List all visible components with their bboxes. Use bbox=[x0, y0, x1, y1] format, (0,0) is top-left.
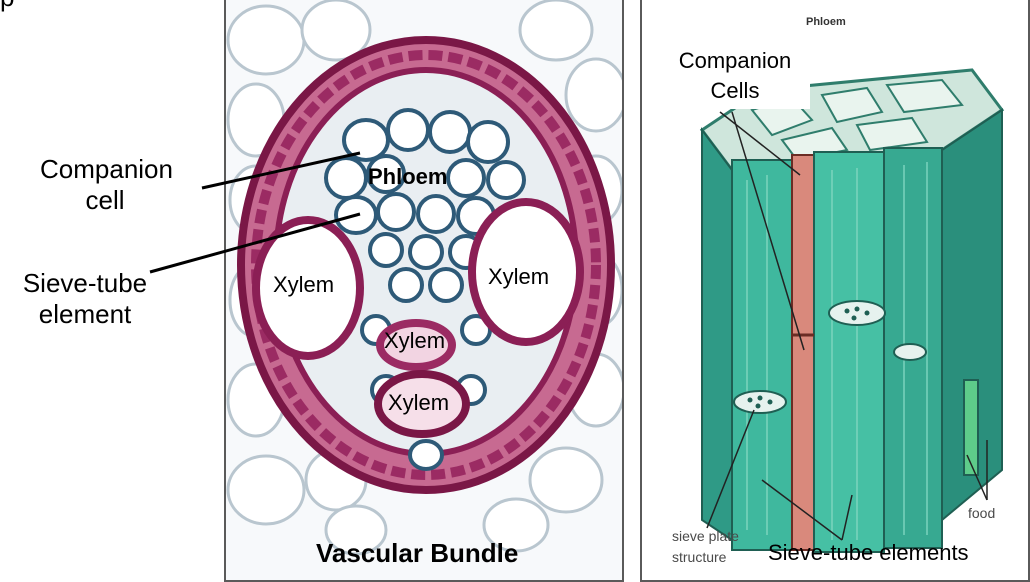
sieve-tube-elements-label: Sieve-tube elements bbox=[768, 540, 969, 565]
vascular-bundle-micrograph: Phloem Xylem Xylem Xylem Xylem Vascular … bbox=[224, 0, 624, 582]
phloem-label: Phloem bbox=[368, 164, 448, 189]
vascular-bundle-title: Vascular Bundle bbox=[316, 538, 519, 568]
xylem-label-bottom: Xylem bbox=[388, 390, 450, 415]
companion-cells-label-line2: Cells bbox=[710, 77, 760, 103]
xylem-label-left: Xylem bbox=[273, 272, 335, 297]
companion-cells-label: Companion Cells bbox=[660, 46, 810, 110]
phloem-illustration: Phloem Companion Cells sieve plate struc… bbox=[640, 0, 1030, 582]
cut-off-heading-fragment: p bbox=[0, 0, 14, 13]
companion-cell-label: Companion cell bbox=[40, 154, 173, 215]
sieve-plate-structure-label: sieve plate structure bbox=[672, 526, 739, 568]
sieve-tube-element-label-line1: Sieve-tube bbox=[22, 268, 148, 298]
phloem-drawing bbox=[699, 68, 1005, 553]
companion-cells-label-line1: Companion bbox=[678, 48, 792, 73]
xylem-label-right: Xylem bbox=[488, 264, 550, 289]
companion-cell-label-line2: cell bbox=[85, 184, 125, 215]
food-label: food bbox=[968, 505, 996, 521]
sieve-tube-element-label-line2: element bbox=[38, 298, 132, 329]
sieve-plate-structure-label-line1: sieve plate bbox=[672, 528, 739, 544]
xylem-label-center: Xylem bbox=[384, 328, 446, 353]
sieve-plate-structure-label-line2: structure bbox=[672, 549, 727, 565]
phloem-illustration-title: Phloem bbox=[806, 16, 846, 28]
companion-cell-label-line1: Companion bbox=[40, 154, 173, 184]
sieve-tube-element-label: Sieve-tube element bbox=[10, 268, 160, 329]
